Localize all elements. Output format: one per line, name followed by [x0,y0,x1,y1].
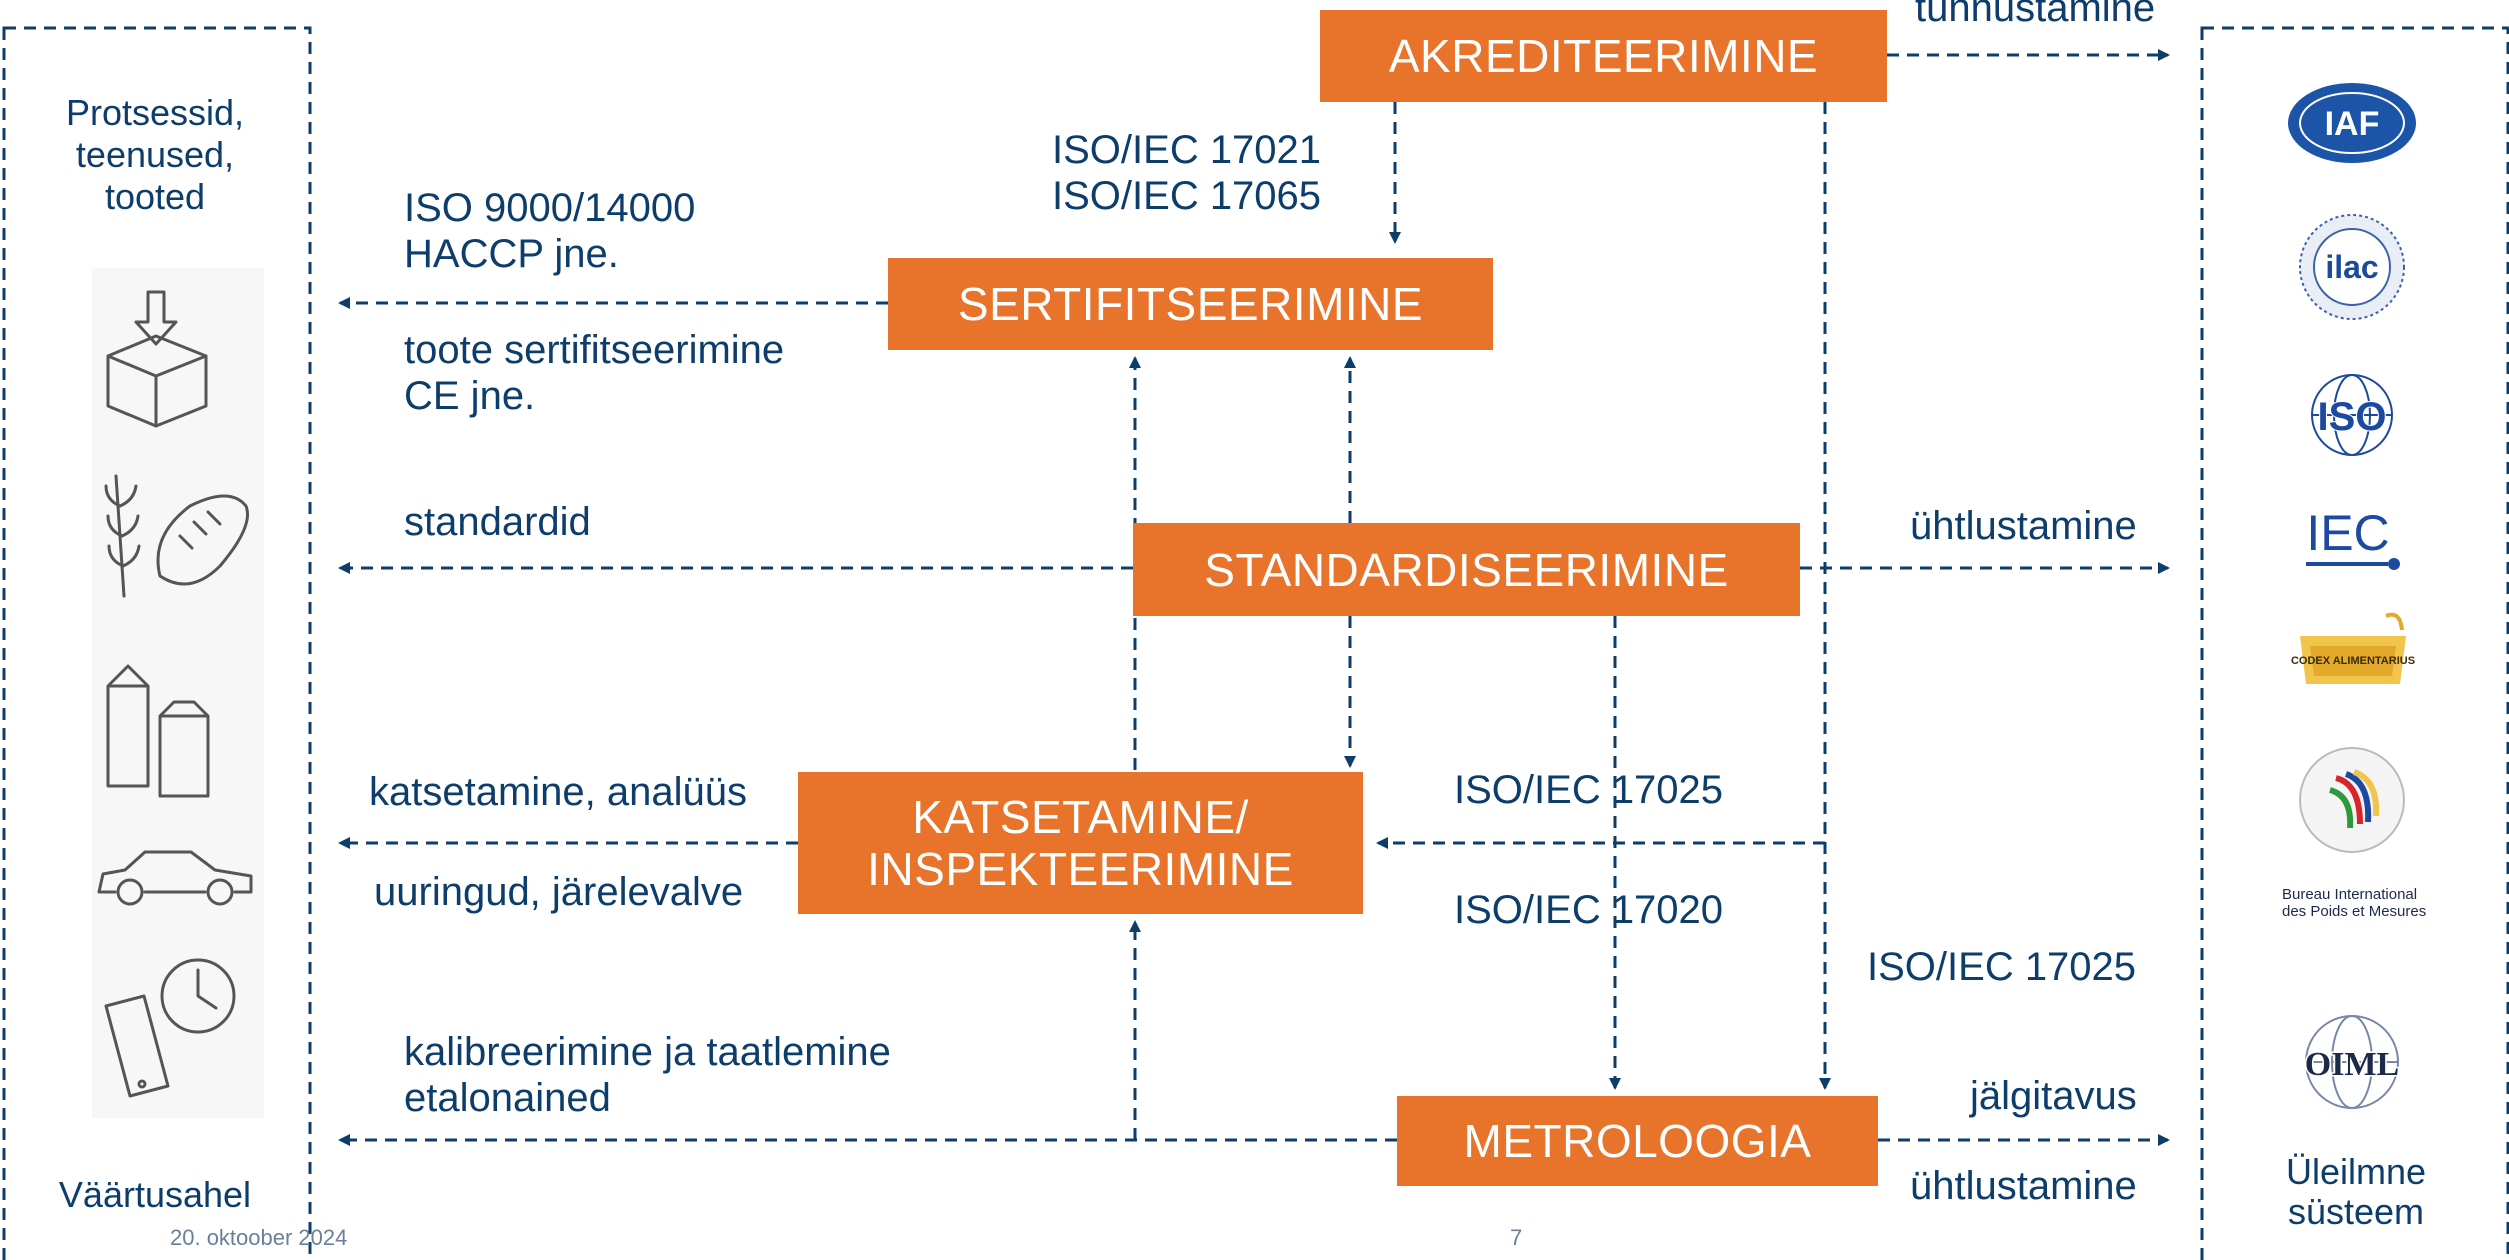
label-iso9000: ISO 9000/14000 [404,186,696,230]
ilac-logo-text: ilac [2325,249,2378,285]
label-iso17021: ISO/IEC 17021 [1052,128,1322,172]
box-katsetamine-label-2: INSPEKTEERIMINE [867,843,1294,895]
right-panel-footer: Üleilmne süsteem [2206,1152,2506,1232]
label-jalgitavus: jälgitavus [1970,1074,2137,1118]
iaf-logo-text: IAF [2325,105,2380,143]
label-standardid: standardid [404,500,591,544]
label-iso17025-a: ISO/IEC 17025 [1454,768,1724,812]
box-akrediteerimine: AKREDITEERIMINE [1320,10,1887,102]
label-kalibreerimine: kalibreerimine ja taatlemine [404,1030,891,1074]
box-icon [106,290,208,428]
box-sertifitseerimine: SERTIFITSEERIMINE [888,258,1493,350]
label-uhtlustamine-std: ühtlustamine [1910,504,2137,548]
footer-date: 20. oktoober 2024 [170,1225,348,1250]
oiml-logo: OIML [2296,1012,2408,1112]
label-haccp: HACCP jne. [404,232,619,276]
left-panel-title-line3: tooted [104,176,206,217]
box-metroloogia: METROLOOGIA [1397,1096,1878,1186]
right-panel-footer-line1: Üleilmne [2285,1151,2427,1192]
bread-icon [156,494,249,586]
label-tunnustamine: tunnustamine [1915,0,2156,30]
clock-icon [160,958,236,1034]
left-panel-title-line2: teenused, [75,134,235,175]
oiml-logo-text: OIML [2305,1046,2399,1083]
footer-page-number: 7 [1510,1225,1523,1250]
label-katsetamine-analuus: katsetamine, analüüs [369,770,748,814]
label-iso17020: ISO/IEC 17020 [1454,888,1724,932]
box-katsetamine: KATSETAMINE/ INSPEKTEERIMINE [798,772,1363,914]
codex-logo: CODEX ALIMENTARIUS [2290,606,2416,710]
iso-logo: ISO [2296,372,2408,458]
iec-logo: IEC [2300,502,2404,576]
label-toote-sert: toote sertifitseerimine [404,328,785,372]
phone-icon [104,994,170,1098]
label-uuringud: uuringud, järelevalve [374,870,744,914]
box-akrediteerimine-label: AKREDITEERIMINE [1388,30,1819,82]
box-metroloogia-label: METROLOOGIA [1463,1115,1812,1167]
ilac-logo: ilac [2294,212,2410,322]
left-panel-icons [97,290,253,1098]
car-icon [97,850,253,906]
right-panel-border [2200,26,2509,1260]
box-sertifitseerimine-label: SERTIFITSEERIMINE [957,278,1424,330]
label-uhtlustamine-met: ühtlustamine [1910,1164,2137,1208]
codex-logo-text: CODEX ALIMENTARIUS [2291,655,2415,667]
wto-logo [2296,744,2408,856]
left-panel-title: Protsessid, teenused, tooted [10,92,300,218]
label-ce: CE jne. [404,374,536,418]
label-iso17065: ISO/IEC 17065 [1052,174,1322,218]
label-etalonained: etalonained [404,1076,611,1120]
left-panel-border [2,26,312,1260]
left-panel-footer: Väärtusahel [58,1174,252,1215]
iaf-logo: IAF [2285,80,2419,166]
iso-logo-text: ISO [2318,395,2387,439]
milk-carton-icon [106,664,210,798]
right-panel-footer-line2: süsteem [2287,1191,2425,1232]
label-iso17025-b: ISO/IEC 17025 [1867,945,2137,989]
left-panel-title-line1: Protsessid, [65,92,245,133]
iec-logo-text: IEC [2306,505,2389,561]
bipm-logo: Bureau International des Poids et Mesure… [2282,886,2427,920]
wheat-icon [104,474,141,598]
box-standardiseerimine: STANDARDISEERIMINE [1133,523,1800,616]
box-katsetamine-label-1: KATSETAMINE/ [912,791,1249,843]
box-standardiseerimine-label: STANDARDISEERIMINE [1204,543,1729,596]
